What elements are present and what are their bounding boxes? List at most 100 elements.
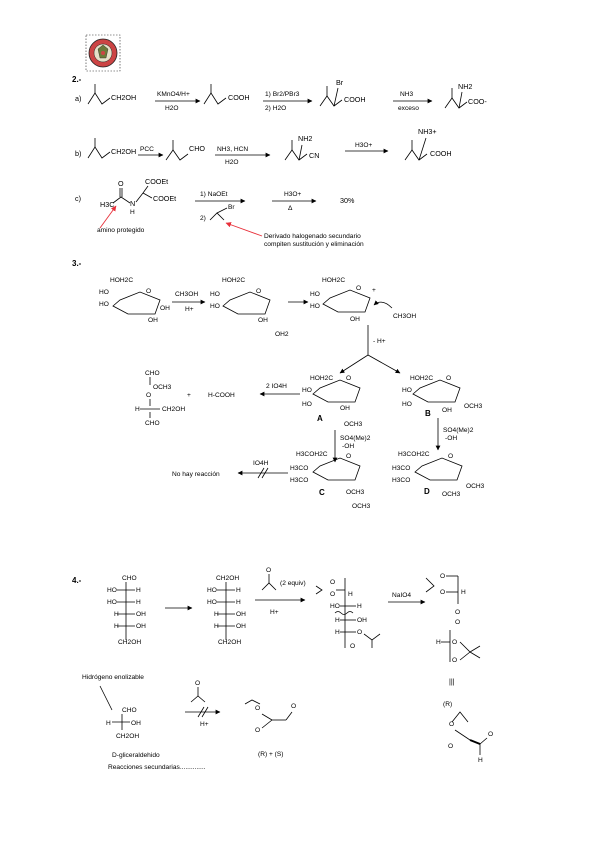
section-2-heading: 2.- [72,75,82,84]
g-oh: OH [131,720,141,727]
f2-h-2: H [236,599,241,606]
sugar-1-ho-1: HO [210,291,220,298]
ds-cho-o: O [291,703,296,710]
f1-ch2oh: CH2OH [118,639,141,646]
f2-ho-1: HO [207,587,217,594]
fischer-1: CHO HO H HO H H OH H OH CH2OH [107,575,146,646]
sugar-a-ch2oh: HOH2C [310,375,333,382]
sugar-2-ho-1: HO [310,291,320,298]
dr-o-1: O [449,721,454,728]
sugar-2-ho-2: HO [310,303,320,310]
label-A: A [317,414,323,423]
f2-ch2oh-1: CH2OH [216,575,239,582]
sugar-1-oh: OH [258,317,268,324]
section-3-heading: 3.- [72,259,82,268]
label-D: D [424,487,430,496]
f3-h-4: H [335,629,340,636]
cond-2a-3: NH3 [400,91,414,98]
cond-2c-2: 2) [200,215,206,222]
cond-2b-2b: H2O [225,159,239,166]
reactant-2b: CH2OH [111,147,136,156]
formic-acid: H-COOH [208,392,235,399]
sugar-0-oh-1: OH [148,317,158,324]
g-h: H [106,720,111,727]
note-amino-protegido: amino protegido [97,227,145,234]
f2-oh-3: OH [236,611,246,618]
product-2a-3: COO- [468,97,487,106]
cond-3-meoh: CH3OH [175,291,198,298]
ammonium-2b: NH3+ [418,127,437,136]
cond-3-b-reag1: SO4(Me)2 [443,427,474,434]
sugar-1-oh2: OH2 [275,331,289,338]
arrow-note-amino [99,205,117,229]
sugar-0-ch2oh: HOH2C [110,277,133,284]
sugar-c-och3-3: OCH3 [346,489,365,496]
cond-2c-3: H3O+ [284,191,302,198]
cond-3-a-reag1: SO4(Me)2 [340,435,371,442]
side-acetone-o: O [195,680,200,687]
g-cho: CHO [122,707,137,714]
f2-ho-2: HO [207,599,217,606]
stereo-r-label: (R) [443,701,452,708]
sugar-b-ho-2: HO [402,401,412,408]
sugar-c-och3-1: H3CO [290,465,308,472]
g-ch2oh: CH2OH [116,733,139,740]
cond-2a-2b: 2) H2O [265,105,286,112]
p2-o-2: O [452,657,457,664]
f1-ho-2: HO [107,599,117,606]
cond-4-side-h: H+ [200,721,209,728]
sugar-2-oh: OH [350,316,360,323]
cond-2b-2: NH3, HCN [217,146,248,153]
label-2c: c) [75,194,81,203]
f3-h-2: H [357,603,362,610]
ds-o-1: O [255,705,260,712]
dialdehyde-h: H [135,406,140,413]
glyceraldehyde-fischer: CHO H OH CH2OH [106,707,141,740]
sugar-a-oh: OH [340,405,350,412]
sugar-d-ring-o: O [448,453,453,460]
sugar-b-oh: OH [442,407,452,414]
label-2b: b) [75,149,81,158]
yield-2c: 30% [340,196,355,205]
p1-o-2: O [440,589,445,596]
sugar-2-meoh: CH3OH [393,313,416,320]
dialdehyde-o: O [146,392,151,399]
reactant-2a: CH2OH [111,93,136,102]
sugar-2-ch2oh: HOH2C [322,277,345,284]
cond-4-naio4: NaIO4 [392,592,411,599]
cond-3-2io4h: 2 IO4H [266,383,287,390]
sugar-1-ch2oh: HOH2C [222,277,245,284]
f1-oh-4: OH [136,623,146,630]
cond-2a-1: KMnO4/H+ [157,91,190,98]
note-enolizable: Hidrógeno enolizable [82,674,144,681]
f2-h-1: H [236,587,241,594]
product-2a-2: COOH [344,95,366,104]
f3-h-1: H [348,591,353,598]
p1-o-1: O [440,573,445,580]
amine-2a: NH2 [458,82,472,91]
f2-oh-4: OH [236,623,246,630]
sugar-a-ring-o: O [346,375,351,382]
f1-h-3: H [114,611,119,618]
reaction-2a: a) CH2OH KMnO4/H+ H2O COOH 1) Br2/PBr3 2… [75,78,487,112]
cond-2a-3b: exceso [398,105,419,112]
product-4-aldehyde-2: O H O O [436,619,481,664]
cond-3-b-reag2: -OH [445,435,457,442]
cond-2a-2: 1) Br2/PBr3 [265,91,300,98]
sugar-d-och3-1: H3CO [392,465,410,472]
sugar-b-ho-1: HO [402,387,412,394]
plus-3: + [187,392,191,399]
p2-o-1: O [452,639,457,646]
p2-cho-o: O [455,619,460,626]
sugar-a-och3: OCH3 [344,421,363,428]
dialdehyde-och3: OCH3 [153,384,172,391]
reaction-4-scheme: CHO HO H HO H H OH H OH CH2OH CH2OH HO H… [82,567,493,771]
sugar-a-ho-2: HO [302,401,312,408]
note-halide-1: Derivado halogenado secundario [264,233,361,240]
acetone-o: O [266,567,271,574]
dialdehyde-product: CHO OCH3 O H CH2OH CHO [135,370,185,427]
sugar-c-ring-o: O [346,453,351,460]
nitrogen-2c: N [130,199,135,208]
label-B: B [425,409,431,418]
